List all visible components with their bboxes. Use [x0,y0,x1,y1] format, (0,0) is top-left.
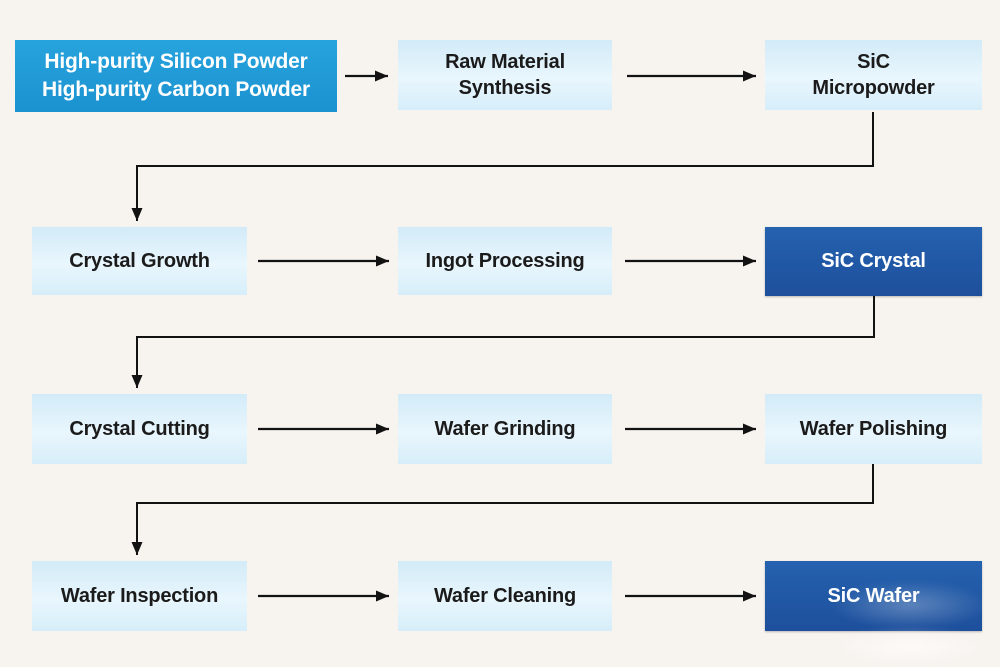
watermark-smudge [830,628,990,666]
box-label-line: Wafer Inspection [60,584,219,607]
box-label-line: High-purity Silicon Powder [44,50,308,74]
box-sic-crystal: SiC Crystal [765,227,982,296]
box-wafer-inspection: Wafer Inspection [32,561,247,631]
box-wafer-polishing: Wafer Polishing [765,394,982,464]
box-label-line: Wafer Cleaning [433,584,577,607]
box-sic-micropowder: SiC Micropowder [765,40,982,110]
box-silicon-carbon-powder: High-purity Silicon Powder High-purity C… [15,40,337,112]
box-label-line: Raw Material [445,50,565,73]
connector-crystal-to-cutting [131,296,875,388]
box-label-line: Crystal Growth [69,249,210,272]
box-label-line: Synthesis [458,77,552,99]
box-raw-material-synthesis: Raw Material Synthesis [398,40,612,110]
box-label-line: SiC Wafer [827,584,920,607]
box-label-line: Wafer Grinding [434,417,576,440]
connector-polishing-to-inspection [131,464,874,555]
box-wafer-cleaning: Wafer Cleaning [398,561,612,631]
box-crystal-cutting: Crystal Cutting [32,394,247,464]
box-crystal-growth: Crystal Growth [32,227,247,295]
box-ingot-processing: Ingot Processing [398,227,612,295]
box-label-line: High-purity Carbon Powder [41,78,310,101]
box-label-line: Wafer Polishing [799,417,948,440]
box-label-line: Crystal Cutting [69,417,210,440]
box-label-line: SiC [857,50,890,73]
box-label-line: Ingot Processing [425,249,585,272]
box-wafer-grinding: Wafer Grinding [398,394,612,464]
box-label-line: Micropowder [812,77,935,99]
box-label-line: SiC Crystal [821,250,926,273]
box-sic-wafer: SiC Wafer [765,561,982,631]
connector-micropowder-to-growth [131,112,874,221]
